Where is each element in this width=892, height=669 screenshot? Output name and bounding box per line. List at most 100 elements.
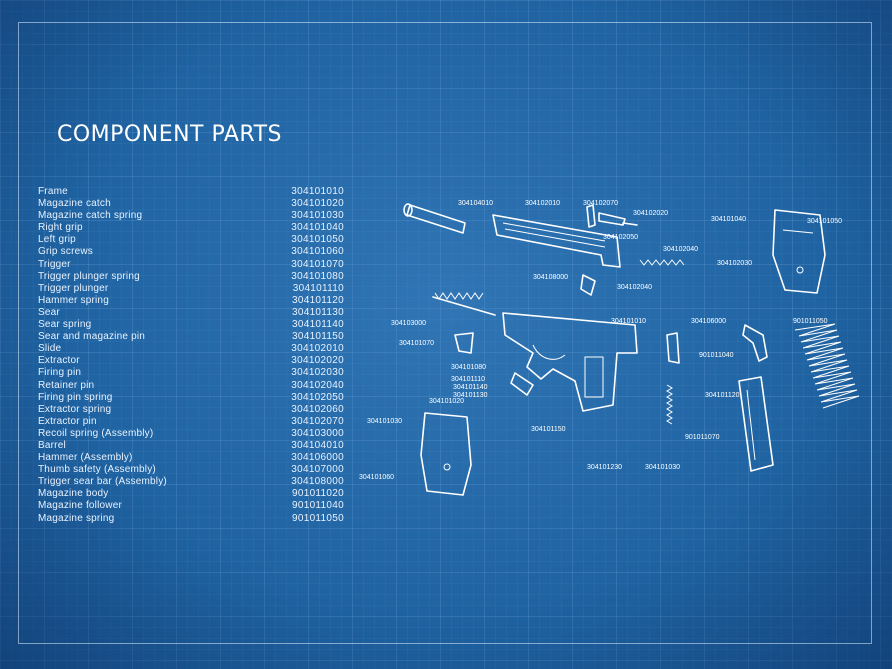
part-name: Extractor spring <box>38 403 112 415</box>
part-number: 304101150 <box>291 331 344 343</box>
parts-list-row: Trigger sear bar (Assembly)304108000 <box>38 476 350 488</box>
part-callout-label: 304101080 <box>451 364 486 371</box>
part-name: Magazine catch spring <box>38 210 143 222</box>
part-callout-label: 304101120 <box>705 392 740 399</box>
part-number: 304103000 <box>291 427 344 439</box>
part-number: 304102070 <box>291 415 344 427</box>
part-name: Extractor pin <box>38 415 97 427</box>
part-number: 304106000 <box>291 452 344 464</box>
part-callout-label: 304101130 <box>453 392 488 399</box>
page-title: COMPONENT PARTS <box>57 122 282 147</box>
part-name: Trigger plunger spring <box>38 270 140 282</box>
part-name: Slide <box>38 343 62 355</box>
thumb-safety-drawing <box>666 324 768 364</box>
firing-pin-spring-drawing <box>639 259 685 266</box>
part-number: 304101040 <box>291 222 344 234</box>
part-number: 901011020 <box>291 488 344 500</box>
parts-list-row: Sear 304101130 <box>38 307 350 319</box>
part-number: 304101060 <box>291 246 344 258</box>
part-callout-label: 304102010 <box>525 200 560 207</box>
part-callout-label: 304103000 <box>391 320 426 327</box>
slide-drawing <box>492 214 621 268</box>
part-callout-label: 304102040 <box>663 246 698 253</box>
part-callout-label: 304101020 <box>429 398 464 405</box>
part-number: 304102030 <box>291 367 344 379</box>
recoil-spring-drawing <box>432 292 496 316</box>
part-callout-label: 901011050 <box>793 318 828 325</box>
part-callout-label: 304106000 <box>691 318 726 325</box>
part-name: Grip screws <box>38 246 93 258</box>
part-name: Trigger <box>38 258 71 270</box>
part-name: Extractor <box>38 355 80 367</box>
part-callout-label: 304102020 <box>633 210 668 217</box>
part-name: Trigger sear bar (Assembly) <box>38 476 167 488</box>
part-name: Sear spring <box>38 319 92 331</box>
part-callout-label: 304102030 <box>717 260 752 267</box>
part-name: Magazine catch <box>38 198 111 210</box>
part-number: 304101010 <box>291 186 344 197</box>
parts-list-row: Right grip 304101040 <box>38 222 350 234</box>
parts-list-row: Recoil spring (Assembly) 304103000 <box>38 428 350 440</box>
parts-list-row: Retainer pin 304102040 <box>38 380 350 392</box>
part-name: Hammer (Assembly) <box>38 452 133 464</box>
part-number: 304102010 <box>291 343 344 355</box>
parts-list-row: Grip screws 304101060 <box>38 246 350 258</box>
part-callout-label: 304102050 <box>603 234 638 241</box>
part-name: Right grip <box>38 222 83 234</box>
hammer-spring-drawing <box>666 384 673 425</box>
part-callout-label: 304102040 <box>617 284 652 291</box>
parts-list-row: Thumb safety (Assembly) 304107000 <box>38 464 350 476</box>
part-number: 304102050 <box>291 391 344 403</box>
parts-list-row: Extractor spring 304102060 <box>38 404 350 416</box>
part-callout-label: 304101140 <box>453 384 488 391</box>
parts-list-row: Slide 304102010 <box>38 343 350 355</box>
part-number: 304101070 <box>291 258 344 270</box>
magazine-spring-drawing <box>794 323 860 409</box>
part-number: 304101120 <box>291 294 344 306</box>
part-callout-label: 304101060 <box>359 474 394 481</box>
frame-drawing <box>502 312 638 412</box>
part-callout-label: 304104010 <box>458 200 493 207</box>
parts-list-row: Firing pin 304102030 <box>38 367 350 379</box>
parts-list-row: Trigger 304101070 <box>38 259 350 271</box>
parts-list-row: Extractor pin 304102070 <box>38 416 350 428</box>
part-number: 304102040 <box>291 379 344 391</box>
magazine-body-drawing <box>738 376 774 472</box>
left-grip-drawing <box>420 412 472 496</box>
part-name: Frame <box>38 186 68 197</box>
part-number: 304101050 <box>291 234 344 246</box>
parts-list-row: Frame 304101010 <box>38 186 350 198</box>
right-grip-drawing <box>772 209 826 294</box>
part-name: Retainer pin <box>38 379 95 391</box>
part-name: Recoil spring (Assembly) <box>38 427 154 439</box>
part-number: 304107000 <box>291 464 344 476</box>
part-number: 304102060 <box>291 403 344 415</box>
part-name: Sear <box>38 306 60 318</box>
barrel-drawing <box>403 203 466 234</box>
part-name: Firing pin <box>38 367 82 379</box>
part-callout-label: 304101110 <box>451 376 485 383</box>
part-callout-label: 304101070 <box>399 340 434 347</box>
parts-list-row: Magazine catch spring 304101030 <box>38 210 350 222</box>
part-name: Sear and magazine pin <box>38 331 146 343</box>
part-number: 304101130 <box>291 306 344 318</box>
part-callout-label: 304101230 <box>587 464 622 471</box>
part-number: 901011050 <box>291 512 344 524</box>
part-number: 304101030 <box>291 210 344 222</box>
blueprint-border <box>18 22 872 644</box>
part-name: Trigger plunger <box>38 282 109 294</box>
part-name: Thumb safety (Assembly) <box>38 464 156 476</box>
